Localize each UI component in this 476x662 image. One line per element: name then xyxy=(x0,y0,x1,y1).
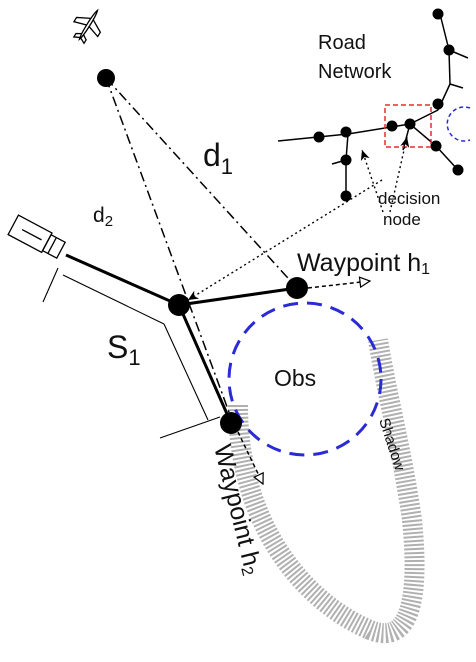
d2-label: d2 xyxy=(93,204,113,230)
waypoint-h1-heading-arrow xyxy=(307,281,370,289)
road-nodes xyxy=(313,8,464,202)
obstacle-circle xyxy=(227,301,383,457)
s1-label: S1 xyxy=(107,329,141,370)
road-network-label-line2: Network xyxy=(318,61,392,83)
decision-arrow-to-junction xyxy=(187,179,383,301)
s1-measure xyxy=(42,267,221,439)
waypoint-h1-label: Waypoint h1 xyxy=(297,249,430,278)
junction-node xyxy=(168,294,190,316)
decision-arrow-to-road xyxy=(360,149,384,213)
obs-label: Obs xyxy=(274,365,316,391)
distance-lines xyxy=(105,77,298,424)
shadow-region xyxy=(228,338,425,644)
airplane-icon xyxy=(72,8,102,45)
decision-node-label-line1: decision xyxy=(378,189,440,208)
next-area-circle xyxy=(446,106,471,142)
truck-icon xyxy=(7,214,67,260)
road-network-label-line1: Road xyxy=(318,32,366,54)
decision-node-box xyxy=(384,104,432,148)
waypoint-h2-label: Waypoint h2 xyxy=(207,442,267,578)
waypoint-h2-node xyxy=(220,412,242,434)
d1-label: d1 xyxy=(203,137,233,179)
waypoint-h2-heading-arrow xyxy=(237,431,263,484)
vehicle-path xyxy=(65,253,298,424)
decision-node-label-line2: node xyxy=(383,210,421,229)
waypoint-h1-node xyxy=(286,277,308,299)
